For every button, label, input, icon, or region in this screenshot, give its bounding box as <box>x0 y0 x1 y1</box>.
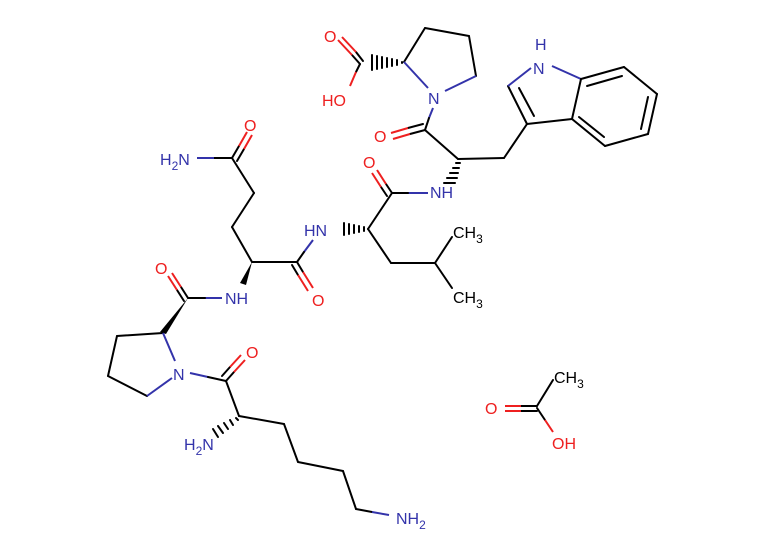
atom-amide-hn: HN <box>304 223 327 240</box>
solid-wedge <box>160 298 188 334</box>
atom-oxygen: O <box>312 293 324 310</box>
leucine: O HN CH3 CH3 <box>304 155 483 311</box>
glutamine: O O H2N NH <box>160 118 324 310</box>
atom-oxygen: O <box>246 345 258 362</box>
solid-wedge <box>240 262 252 285</box>
lysine: O H2N NH2 <box>184 345 426 532</box>
methyl-group: CH3 <box>554 370 584 391</box>
atom-amide-nh: NH <box>430 185 453 202</box>
atom-oxygen: O <box>485 401 497 418</box>
methyl-group: CH3 <box>453 290 483 311</box>
hashed-wedge <box>371 54 403 71</box>
proline-internal: O N <box>107 261 227 397</box>
hashed-wedge <box>212 417 239 438</box>
hashed-wedge <box>443 162 461 184</box>
acetate: CH3 O OH <box>485 370 584 453</box>
methyl-group: CH3 <box>453 225 483 246</box>
atom-indole-hydrogen: H <box>535 37 547 54</box>
atom-hydroxyl: OH <box>552 436 576 453</box>
atom-oxygen: O <box>363 155 375 172</box>
atom-oxygen: O <box>324 29 336 46</box>
atom-amide-nh2: H2N <box>160 152 190 173</box>
tryptophan: O NH N H <box>374 37 658 202</box>
atom-hydroxyl: HO <box>322 93 346 110</box>
atom-nitrogen: N <box>428 91 440 108</box>
atom-oxygen: O <box>244 118 256 135</box>
atom-oxygen: O <box>374 129 386 146</box>
atom-indole-nitrogen: N <box>533 61 545 78</box>
atom-amide-nh: NH <box>225 291 248 308</box>
atom-nitrogen: N <box>173 367 185 384</box>
atom-epsilon-amine: NH2 <box>396 511 426 532</box>
hashed-wedge <box>343 222 365 236</box>
proline-c-terminal: O HO N <box>322 27 477 131</box>
atom-alpha-amine: H2N <box>184 437 214 458</box>
atom-oxygen: O <box>155 261 167 278</box>
